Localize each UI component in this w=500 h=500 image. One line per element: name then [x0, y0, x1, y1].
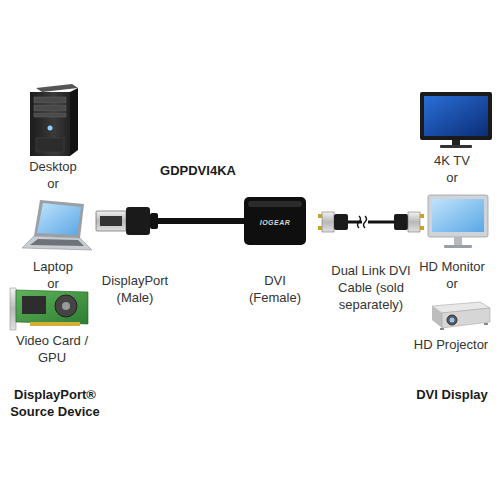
video-card-icon	[10, 288, 88, 330]
display-label: 4K TV	[407, 152, 497, 169]
brand-logo: IOGEAR	[247, 218, 303, 227]
adapter-illustration	[96, 197, 306, 245]
dvi-cable-illustration	[318, 212, 424, 232]
tv-icon	[420, 92, 492, 148]
model-number: GDPDVI4KA	[143, 162, 253, 179]
device-label: Desktop	[3, 158, 103, 175]
or-label: or	[407, 169, 497, 186]
device-label: Laptop	[3, 258, 103, 275]
or-label: or	[407, 275, 497, 292]
display-label: HD Monitor	[407, 258, 497, 275]
projector-icon	[432, 302, 490, 330]
device-label: or	[3, 275, 103, 292]
display-label: HD Projector	[405, 336, 497, 353]
section-heading: DVI Display	[412, 386, 492, 403]
or-label: or	[3, 175, 103, 192]
laptop-icon	[22, 200, 92, 250]
section-heading: DisplayPort® Source Device	[3, 386, 107, 420]
connector-label: DVI (Female)	[243, 272, 307, 306]
device-label: Video Card / GPU	[6, 332, 98, 366]
cable-label: Dual Link DVI Cable (sold separately)	[315, 262, 427, 313]
monitor-icon	[428, 195, 488, 248]
desktop-icon	[30, 84, 78, 156]
connector-label: DisplayPort (Male)	[89, 272, 181, 306]
